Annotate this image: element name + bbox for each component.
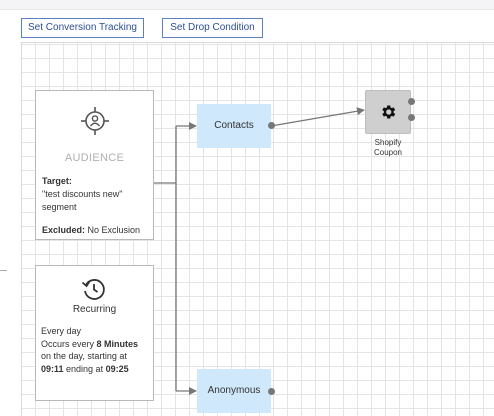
anonymous-output-port[interactable] [268, 388, 275, 395]
history-clock-icon [81, 279, 105, 300]
audience-title: AUDIENCE [64, 152, 125, 164]
gear-icon [382, 105, 396, 119]
shopify-label-line2: Coupon [373, 148, 403, 157]
top-bar [0, 0, 494, 10]
contacts-node[interactable]: Contacts [197, 104, 271, 148]
schedule-ending-word: ending at [63, 363, 106, 374]
schedule-end-time: 09:25 [105, 363, 129, 374]
target-label: Target: [42, 176, 72, 186]
shopify-output-port-bottom[interactable] [408, 114, 415, 121]
schedule-interval: 8 Minutes [96, 338, 139, 349]
audience-excluded: Excluded: No Exclusion [42, 225, 140, 235]
anonymous-node[interactable]: Anonymous [197, 369, 271, 413]
shopify-label-line1: Shopify [374, 138, 402, 147]
schedule-day-text: on the day, starting at [41, 351, 127, 361]
recurring-title: Recurring [72, 304, 117, 315]
recurring-schedule: Every day Occurs every 8 Minutes on the … [41, 325, 153, 375]
audience-card[interactable]: AUDIENCE Target: "test discounts new" se… [35, 90, 154, 240]
shopify-output-port-top[interactable] [408, 98, 415, 105]
target-person-icon [81, 107, 109, 135]
recurring-card[interactable]: Recurring Every day Occurs every 8 Minut… [35, 265, 154, 401]
schedule-occurs-prefix: Occurs every [41, 338, 97, 349]
canvas-edge-tick [0, 270, 7, 271]
shopify-coupon-label: Shopify Coupon [355, 138, 421, 158]
target-value: "test discounts new" segment [42, 189, 123, 212]
schedule-start-time: 09:11 [41, 363, 64, 374]
excluded-value: No Exclusion [87, 225, 141, 235]
shopify-coupon-node[interactable] [365, 90, 411, 134]
schedule-frequency: Every day [41, 326, 82, 336]
set-conversion-tracking-button[interactable]: Set Conversion Tracking [21, 18, 144, 38]
audience-target: Target: "test discounts new" segment [42, 175, 152, 214]
contacts-output-port[interactable] [268, 122, 275, 129]
set-drop-condition-button[interactable]: Set Drop Condition [162, 18, 263, 38]
excluded-label: Excluded: [42, 225, 86, 235]
